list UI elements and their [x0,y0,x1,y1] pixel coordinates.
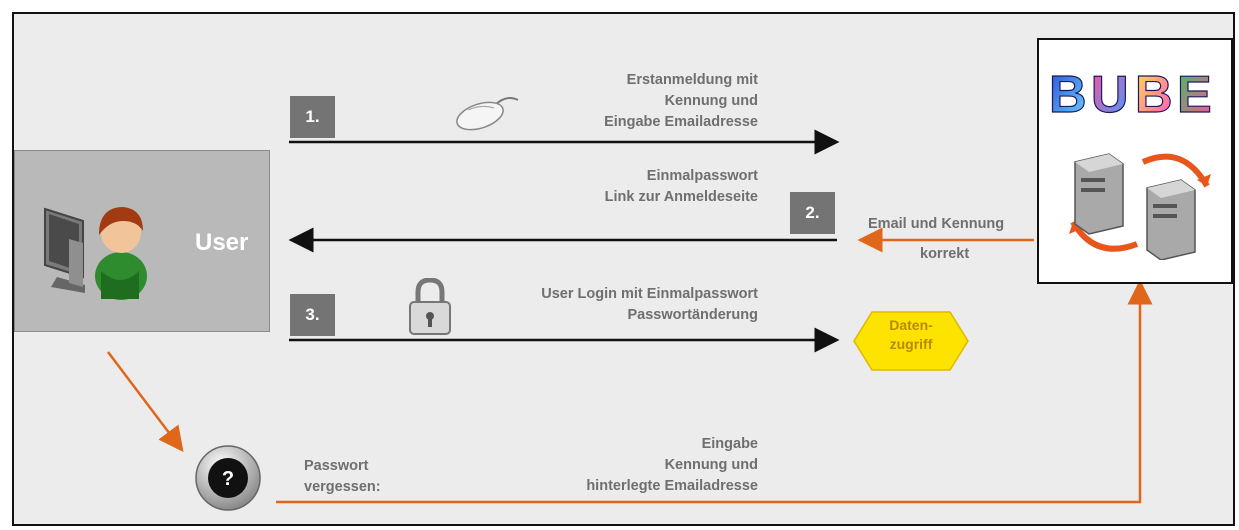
data-access-line-1: Daten- [889,317,933,333]
server-sync-icon [1069,153,1211,260]
step-2-line-1: Einmalpasswort [646,168,758,184]
arrow-forgot-to-server [276,279,1153,504]
feedback-line-1: Email und Kennung [868,216,1005,232]
step-1-line-1: Erstanmeldung mit [626,72,758,88]
data-access-hexagon [853,311,969,371]
user-box: User [14,150,270,332]
user-computer-icon [44,207,147,300]
connector-layer [107,129,1153,504]
step-1-text: Erstanmeldung mit Kennung und Eingabe Em… [604,70,758,133]
step-2-text: Einmalpasswort Link zur Anmeldeseite [605,166,758,208]
diagram-canvas: User 1. Erstanmeldung mit Kennung und Ei… [12,12,1235,526]
step-1-badge: 1. [290,96,335,138]
step-2-badge: 2. [790,192,835,234]
forgot-label-line-2: vergessen: [304,479,381,495]
forgot-line-1: Eingabe [701,436,758,452]
step-1-line-2: Kennung und [664,93,758,109]
step-3-line-2: Passwortänderung [627,307,758,323]
step-3-line-1: User Login mit Einmalpasswort [541,286,758,302]
server-box: B U B E [1037,38,1233,284]
user-label: User [195,229,249,256]
help-icon[interactable]: ? [194,444,262,512]
data-access-line-2: zugriff [889,336,933,352]
arrow-user-to-forgot [107,351,184,452]
svg-text:U: U [1091,66,1129,120]
step-1-line-3: Eingabe Emailadresse [604,114,758,130]
forgot-line-2: Kennung und [664,457,758,473]
forgot-label: Passwort vergessen: [304,456,381,498]
padlock-icon [409,278,451,335]
step-3-text: User Login mit Einmalpasswort Passwortän… [541,284,758,326]
forgot-text: Eingabe Kennung und hinterlegte Emailadr… [586,434,758,497]
svg-text:B: B [1135,66,1173,120]
feedback-line-2: korrekt [920,246,970,262]
step-2-line-2: Link zur Anmeldeseite [604,189,758,205]
forgot-line-3: hinterlegte Emailadresse [586,478,758,494]
data-access-text: Daten- zugriff [852,316,970,354]
step-3-badge: 3. [290,294,335,336]
mouse-icon [456,97,519,131]
svg-text:E: E [1177,66,1212,120]
bube-logo: B U B E [1047,64,1231,125]
svg-text:B: B [1049,66,1087,120]
forgot-label-line-1: Passwort [304,458,369,474]
svg-text:?: ? [222,468,234,490]
